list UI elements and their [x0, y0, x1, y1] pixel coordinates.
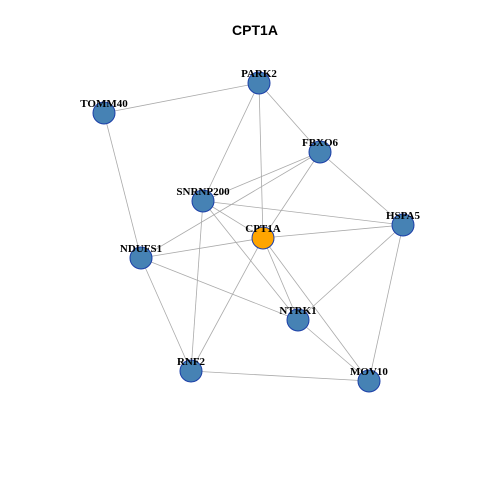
edge-hspa5-mov10: [368, 224, 404, 382]
edge-snrnp200-hspa5: [202, 200, 404, 226]
edge-park2-fbxo6: [258, 82, 321, 153]
node-ntrk1: NTRK1: [279, 305, 317, 332]
edge-park2-snrnp200: [202, 82, 260, 202]
node-circle-cpt1a: [251, 226, 275, 250]
node-label-ntrk1: NTRK1: [279, 305, 316, 317]
node-circle-mov10: [357, 369, 381, 393]
node-circle-rnf2: [179, 359, 203, 383]
node-circle-snrnp200: [191, 189, 215, 213]
edge-rnf2-mov10: [190, 370, 370, 382]
node-rnf2: RNF2: [177, 356, 206, 383]
node-label-mov10: MOV10: [350, 366, 388, 378]
edge-layer: [103, 82, 404, 382]
edge-snrnp200-rnf2: [190, 200, 204, 372]
node-label-snrnp200: SNRNP200: [176, 186, 230, 198]
edge-cpt1a-rnf2: [190, 237, 264, 372]
node-label-tomm40: TOMM40: [80, 98, 128, 110]
node-snrnp200: SNRNP200: [176, 186, 230, 213]
node-park2: PARK2: [241, 68, 277, 95]
edge-cpt1a-hspa5: [262, 224, 404, 239]
node-label-rnf2: RNF2: [177, 356, 206, 368]
node-circle-hspa5: [391, 213, 415, 237]
node-circle-fbxo6: [308, 140, 332, 164]
edge-cpt1a-mov10: [262, 237, 370, 382]
edge-tomm40-ndufs1: [103, 112, 142, 259]
edge-ntrk1-mov10: [297, 319, 370, 382]
node-label-ndufs1: NDUFS1: [120, 243, 162, 255]
node-hspa5: HSPA5: [386, 210, 421, 237]
edge-cpt1a-ndufs1: [140, 237, 264, 259]
edge-fbxo6-ndufs1: [140, 151, 321, 259]
edge-tomm40-park2: [103, 82, 260, 114]
node-circle-ndufs1: [129, 246, 153, 270]
node-tomm40: TOMM40: [80, 98, 128, 125]
node-fbxo6: FBXO6: [302, 137, 339, 164]
node-label-cpt1a: CPT1A: [245, 223, 281, 235]
node-cpt1a: CPT1A: [245, 223, 281, 250]
edge-park2-cpt1a: [258, 82, 264, 239]
node-circle-park2: [247, 71, 271, 95]
edge-hspa5-ntrk1: [297, 224, 404, 321]
node-layer: CPT1A PARK2TOMM40FBXO6SNRNP200HSPA5NDUFS1…: [80, 68, 421, 393]
node-mov10: MOV10: [350, 366, 388, 393]
node-circle-tomm40: [92, 101, 116, 125]
edge-fbxo6-snrnp200: [202, 151, 321, 202]
node-label-fbxo6: FBXO6: [302, 137, 339, 149]
edge-fbxo6-cpt1a: [262, 151, 321, 239]
node-circle-ntrk1: [286, 308, 310, 332]
graph-title: CPT1A: [232, 22, 278, 38]
edge-ndufs1-rnf2: [140, 257, 192, 372]
node-label-park2: PARK2: [241, 68, 277, 80]
edge-ndufs1-ntrk1: [140, 257, 299, 321]
edge-cpt1a-ntrk1: [262, 237, 299, 321]
node-label-hspa5: HSPA5: [386, 210, 421, 222]
edge-fbxo6-hspa5: [319, 151, 404, 226]
edge-snrnp200-cpt1a: [202, 200, 264, 239]
node-ndufs1: NDUFS1: [120, 243, 162, 270]
